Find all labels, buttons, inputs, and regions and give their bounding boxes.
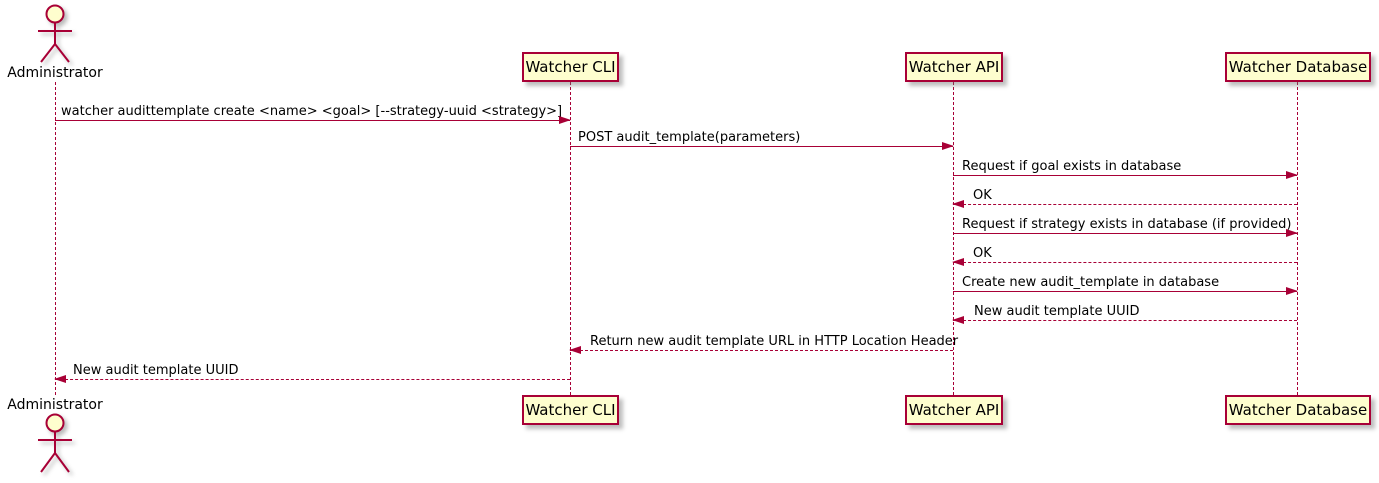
actor-label: Administrator — [7, 65, 103, 81]
message-label: Request if goal exists in database — [962, 159, 1182, 174]
participant-watcher-api-top: Watcher API — [905, 52, 1003, 82]
participant-watcher-api-bottom: Watcher API — [905, 395, 1003, 425]
message-arrow — [952, 200, 1297, 208]
message-arrow — [55, 116, 571, 124]
message-arrow — [953, 287, 1298, 295]
message-arrow — [952, 258, 1297, 266]
actor-icon — [38, 4, 72, 63]
message-arrow — [54, 375, 570, 383]
message-label: Create new audit_template in database — [962, 275, 1220, 290]
lifeline-watcher-database — [1297, 82, 1298, 395]
participant-watcher-database-top: Watcher Database — [1225, 52, 1371, 82]
participant-watcher-cli-top: Watcher CLI — [522, 52, 619, 82]
message-label: Request if strategy exists in database (… — [962, 217, 1292, 232]
lifeline-watcher-cli — [570, 82, 571, 395]
lifeline-watcher-api — [953, 82, 954, 395]
message-arrow — [570, 142, 954, 150]
actor-label: Administrator — [7, 397, 103, 413]
message-label: New audit template UUID — [73, 363, 239, 378]
message-arrow — [953, 171, 1298, 179]
participant-watcher-cli-bottom: Watcher CLI — [522, 395, 619, 425]
actor-icon — [38, 413, 72, 473]
lifeline-administrator — [55, 82, 56, 395]
message-label: New audit template UUID — [974, 304, 1140, 319]
message-arrow — [952, 316, 1297, 324]
message-label: watcher audittemplate create <name> <goa… — [61, 104, 563, 119]
message-label: Return new audit template URL in HTTP Lo… — [590, 334, 959, 349]
participant-watcher-database-bottom: Watcher Database — [1225, 395, 1371, 425]
message-arrow — [569, 346, 953, 354]
message-arrow — [953, 229, 1298, 237]
message-label: OK — [973, 246, 992, 261]
message-label: POST audit_template(parameters) — [578, 130, 801, 145]
message-label: OK — [973, 188, 992, 203]
